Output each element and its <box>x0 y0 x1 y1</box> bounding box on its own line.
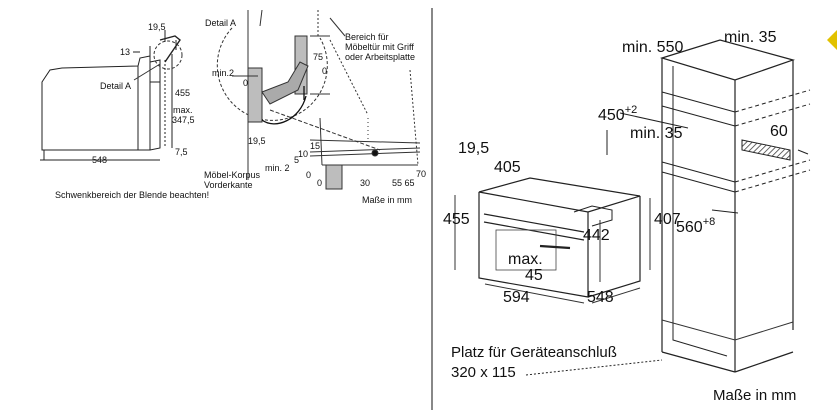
cabinet-label: Möbel-Korpus Vorderkante <box>204 170 263 190</box>
dim-450-value: 450 <box>598 107 625 124</box>
detail-a-circle <box>153 40 183 70</box>
dim-0b-label: 0 <box>322 66 327 76</box>
detail-a-label: Detail A <box>100 81 131 91</box>
corner-marker <box>827 30 837 50</box>
dim-13-label: 13 <box>120 47 130 57</box>
dim-arrow-560 <box>711 209 739 214</box>
detail-a-view <box>216 9 369 180</box>
detail-title: Detail A <box>205 18 236 28</box>
dim-594-label: 594 <box>503 289 530 306</box>
appliance-isometric <box>454 177 651 304</box>
detail-a-leader <box>133 63 161 81</box>
dim-max-label: max. <box>173 105 193 115</box>
connection-label: Platz für Geräteanschluß 320 x 115 <box>451 344 621 381</box>
dim-560-tolerance: +8 <box>703 216 716 228</box>
dim-450-tolerance: +2 <box>625 104 638 116</box>
dim-min2-label: min.2 <box>212 68 234 78</box>
dim-min35-mid-label: min. 35 <box>630 125 683 142</box>
swing-graph <box>269 69 421 190</box>
area-label-line-1: Bereich für <box>345 32 389 42</box>
dim-548-right-label: 548 <box>587 289 614 306</box>
dim-55-65-label: 55 65 <box>392 178 415 188</box>
dim-548-label: 548 <box>92 155 107 165</box>
dim-10-label: 10 <box>298 149 308 159</box>
dim-405-label: 405 <box>494 159 521 176</box>
dim-450-label: 450+2 <box>598 104 637 124</box>
dim-30-label: 30 <box>360 178 370 188</box>
dim-19-5b-label: 19,5 <box>248 136 266 146</box>
dim-0-label: 0 <box>243 78 248 88</box>
dim-407-label: 407 <box>654 211 681 228</box>
cabinet-label-line-2: Vorderkante <box>204 180 253 190</box>
dim-19-5-label: 19,5 <box>148 22 166 32</box>
dim-min35-top-label: min. 35 <box>724 29 777 46</box>
side-view <box>40 30 181 161</box>
swing-note: Schwenkbereich der Blende beachten! <box>55 190 209 200</box>
area-label-line-2: Möbeltür mit Griff <box>345 42 414 52</box>
dim-arrow-min35-mid <box>619 112 689 129</box>
area-label-line-3: oder Arbeitsplatte <box>345 52 415 62</box>
dim-min550-label: min. 550 <box>622 39 683 56</box>
dim-455-label: 455 <box>175 88 190 98</box>
dim-7-5-label: 7,5 <box>175 147 188 157</box>
dim-5-label: 5 <box>294 155 299 165</box>
left-units: Maße in mm <box>362 195 412 205</box>
area-label: Bereich für Möbeltür mit Griff oder Arbe… <box>345 32 416 62</box>
connection-label-line-1: Platz für Geräteanschluß <box>451 344 617 361</box>
dim-60-label: 60 <box>770 123 788 140</box>
dim-560-label: 560+8 <box>676 216 715 236</box>
dim-455-right-label: 455 <box>443 211 470 228</box>
dim-442-label: 442 <box>583 227 610 244</box>
dim-0d-label: 0 <box>317 178 322 188</box>
dim-19-5-right-label: 19,5 <box>458 140 489 157</box>
right-units: Maße in mm <box>713 387 796 404</box>
dim-max-45-label: 45 <box>525 267 543 284</box>
dim-347-5-label: 347,5 <box>172 115 195 125</box>
dim-560-value: 560 <box>676 219 703 236</box>
dim-max-label-right: max. <box>508 251 543 268</box>
dim-0c-label: 0 <box>306 170 311 180</box>
dim-min2b-label: min. 2 <box>265 163 290 173</box>
connection-leader <box>525 359 663 376</box>
connection-label-line-2: 320 x 115 <box>451 364 516 381</box>
dim-75-label: 75 <box>313 52 323 62</box>
cabinet-label-line-1: Möbel-Korpus <box>204 170 261 180</box>
dim-15-label: 15 <box>310 141 320 151</box>
dim-70-label: 70 <box>416 169 426 179</box>
cabinet-isometric <box>659 39 811 373</box>
dim-arrow-60 <box>797 149 809 155</box>
